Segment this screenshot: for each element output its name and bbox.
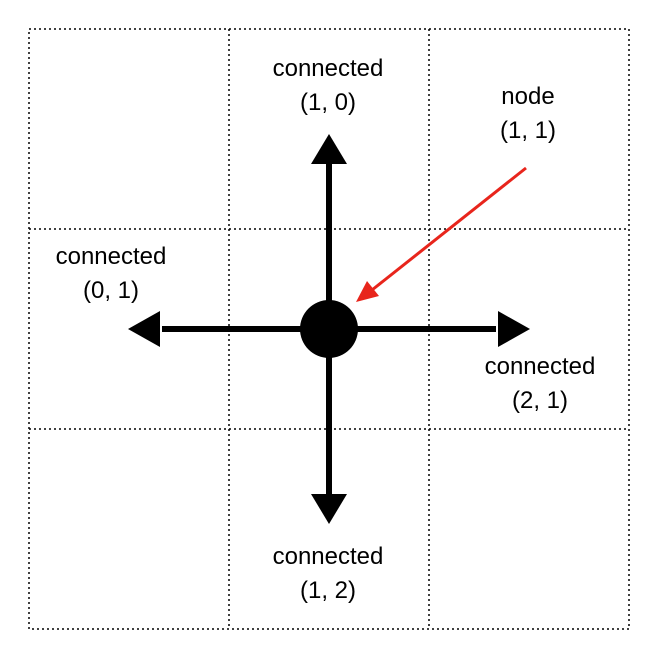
pointer-arrowhead: [356, 281, 379, 302]
arrowheads: [128, 134, 530, 524]
arrowhead-right: [498, 311, 530, 347]
label-left-line2: (0, 1): [82, 277, 139, 304]
label-node-1-1: node (1, 1): [428, 80, 628, 148]
label-left-line1: connected: [55, 243, 167, 270]
grid: [28, 28, 630, 630]
label-right-line1: connected: [484, 353, 596, 380]
label-node-line1: node: [501, 83, 555, 110]
label-bottom-line2: (1, 2): [299, 577, 356, 604]
arrowhead-up: [311, 134, 347, 164]
label-top-line1: connected: [272, 55, 384, 82]
label-bottom-line1: connected: [272, 543, 384, 570]
arrowhead-down: [311, 494, 347, 524]
grid-border: [28, 28, 630, 630]
label-connected-0-1: connected (0, 1): [20, 240, 202, 308]
pointer-shaft: [371, 166, 527, 292]
label-connected-1-2: connected (1, 2): [228, 540, 428, 608]
label-connected-2-1: connected (2, 1): [440, 350, 640, 418]
center-node: [300, 300, 358, 358]
label-node-line2: (1, 1): [499, 117, 556, 144]
arrowhead-left: [128, 311, 160, 347]
label-top-line2: (1, 0): [299, 89, 356, 116]
label-right-line2: (2, 1): [511, 387, 568, 414]
label-connected-1-0: connected (1, 0): [228, 52, 428, 120]
node-pointer-arrow: [356, 166, 527, 302]
